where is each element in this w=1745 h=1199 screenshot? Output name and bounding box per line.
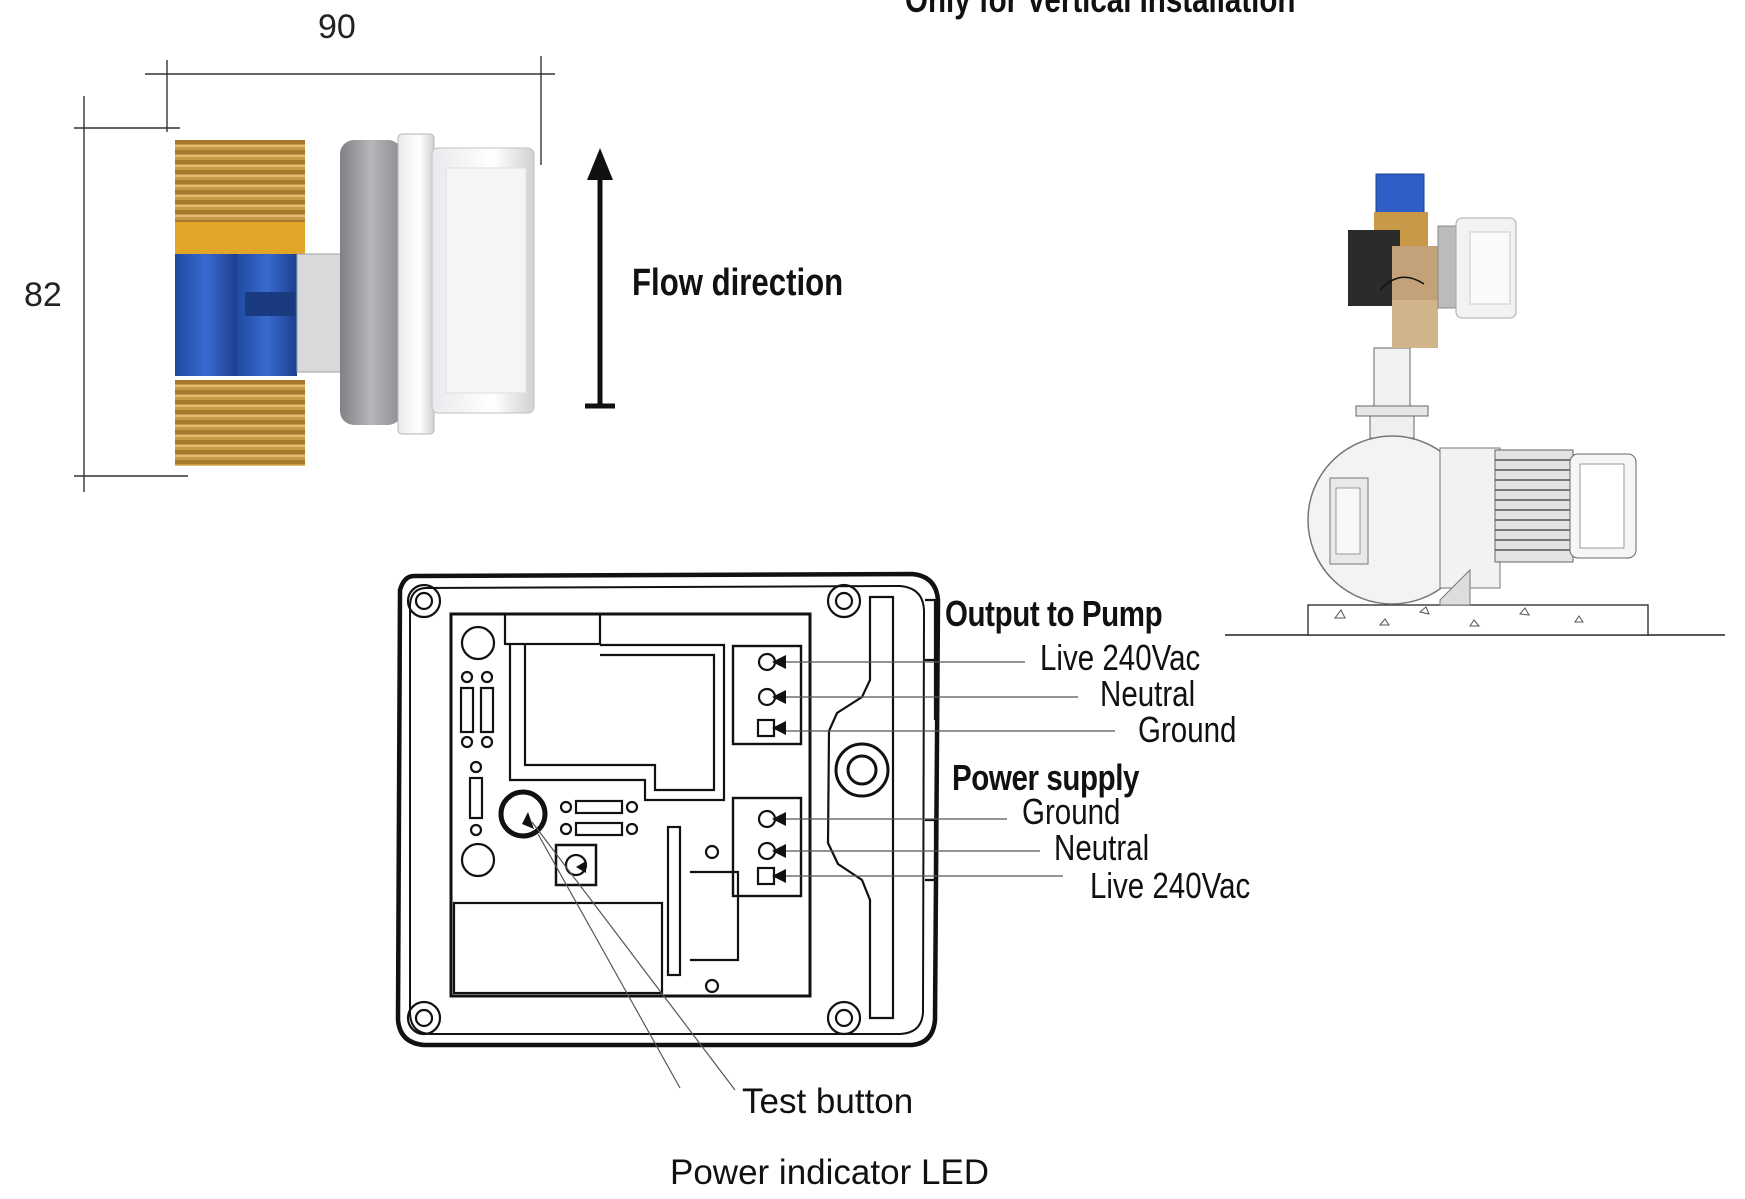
power-terminal-ground-label: Ground — [1022, 791, 1121, 832]
leader-lines — [531, 661, 1115, 1091]
dimension-lines — [74, 56, 555, 492]
terminal-board — [395, 571, 941, 1048]
power-terminal-live-label: Live 240Vac — [1090, 865, 1251, 906]
output-to-pump-heading: Output to Pump — [945, 593, 1163, 634]
terminal-markers — [522, 655, 786, 883]
page-title: Only for Vertical Installation — [905, 0, 1295, 18]
output-terminal-neutral-label: Neutral — [1100, 673, 1196, 714]
width-dimension-label: 90 — [318, 8, 356, 46]
power-terminal-neutral-label: Neutral — [1054, 827, 1150, 868]
output-terminal-live-label: Live 240Vac — [1040, 637, 1201, 678]
test-button-callout: Test button — [742, 1082, 914, 1121]
flow-switch-image — [175, 133, 535, 466]
flow-direction-arrow — [585, 148, 615, 409]
power-led-callout: Power indicator LED — [670, 1153, 990, 1192]
power-supply-heading: Power supply — [952, 757, 1140, 798]
height-dimension-label: 82 — [24, 276, 62, 314]
pump-installation-image — [1225, 173, 1725, 636]
output-terminal-ground-label: Ground — [1138, 709, 1237, 750]
flow-direction-label: Flow direction — [632, 262, 844, 304]
